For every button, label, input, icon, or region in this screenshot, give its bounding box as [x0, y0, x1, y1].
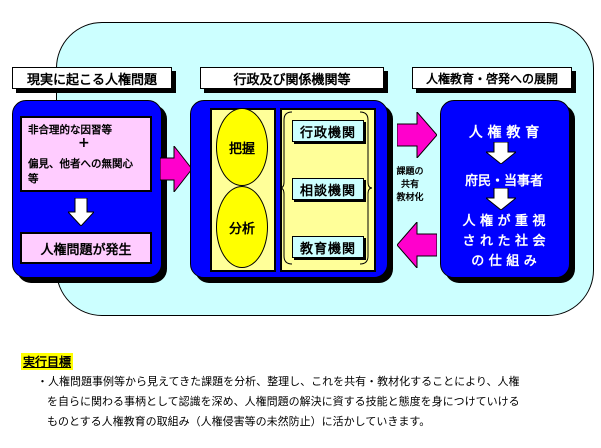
header-real-issues-label: 現実に起こる人権問題 [26, 72, 157, 88]
issue-occurs-label: 人権問題が発生 [40, 242, 132, 258]
causes-line1: 非合理的な因習等 [28, 124, 112, 136]
society-line2: さ れ た 社 会 [462, 234, 546, 249]
causes-line2: 偏見、他者への無関心 [28, 158, 133, 170]
society-line3: の 仕 組 み [471, 254, 537, 269]
agency-education: 教育機関 [292, 236, 364, 258]
causes-box: 非合理的な因習等 + 偏見、他者への無関心 等 [20, 116, 152, 192]
agency-education-label: 教育機関 [299, 241, 356, 257]
side-note-line3: 教材化 [396, 193, 424, 203]
grasp-ellipse: 把握 [216, 108, 268, 186]
down-arrow-left [68, 198, 94, 226]
society-line1: 人 権 が 重 視 [462, 214, 546, 229]
grasp-label: 把握 [228, 141, 255, 157]
issue-occurs-box: 人権問題が発生 [20, 232, 152, 264]
agency-consultation: 相談機関 [292, 178, 364, 200]
header-agencies: 行政及び関係機関等 [200, 67, 384, 89]
header-education: 人権教育・啓発への展開 [412, 67, 572, 89]
header-real-issues: 現実に起こる人権問題 [12, 67, 172, 89]
pink-arrow-right [160, 146, 192, 192]
society-text: 人 権 が 重 視 さ れ た 社 会 の 仕 組 み [444, 212, 564, 272]
side-note-line1: 課題の [396, 167, 424, 177]
agency-administrative-label: 行政機関 [299, 125, 356, 141]
side-note-line2: 共有 [400, 180, 419, 190]
agency-administrative: 行政機関 [292, 120, 364, 142]
down-arrow-right-2 [486, 188, 516, 210]
pink-arrow-left-bottom [397, 222, 437, 268]
header-education-label: 人権教育・啓発への展開 [425, 71, 558, 86]
citizens-label: 府民・当事者 [464, 174, 543, 189]
agencies-brackets [280, 111, 372, 265]
plus-sign: + [78, 135, 90, 151]
side-note: 課題の 共有 教材化 [392, 166, 428, 205]
goal-line1: ・人権問題事例等から見えてきた課題を分析、整理し、これを共有・教材化することによ… [37, 375, 520, 388]
analysis-ellipse: 分析 [216, 186, 268, 268]
causes-line3: 等 [28, 173, 39, 185]
goal-line2: を自らに関わる事柄として認識を深め、人権問題の解決に資する技能と態度を身につけて… [47, 395, 520, 408]
goal-text: ・人権問題事例等から見えてきた課題を分析、整理し、これを共有・教材化することによ… [37, 372, 593, 432]
analysis-label: 分析 [228, 221, 255, 237]
goal-title: 実行目標 [21, 353, 74, 370]
human-rights-education-label: 人 権 教 育 [468, 125, 540, 141]
pink-arrow-right-top [397, 112, 437, 158]
down-arrow-right-1 [486, 142, 516, 164]
goal-line3: ものとする人権教育の取組み（人権侵害等の未然防止）に活かしていきます。 [47, 415, 431, 428]
agency-consultation-label: 相談機関 [299, 183, 356, 199]
header-agencies-label: 行政及び関係機関等 [233, 72, 351, 88]
